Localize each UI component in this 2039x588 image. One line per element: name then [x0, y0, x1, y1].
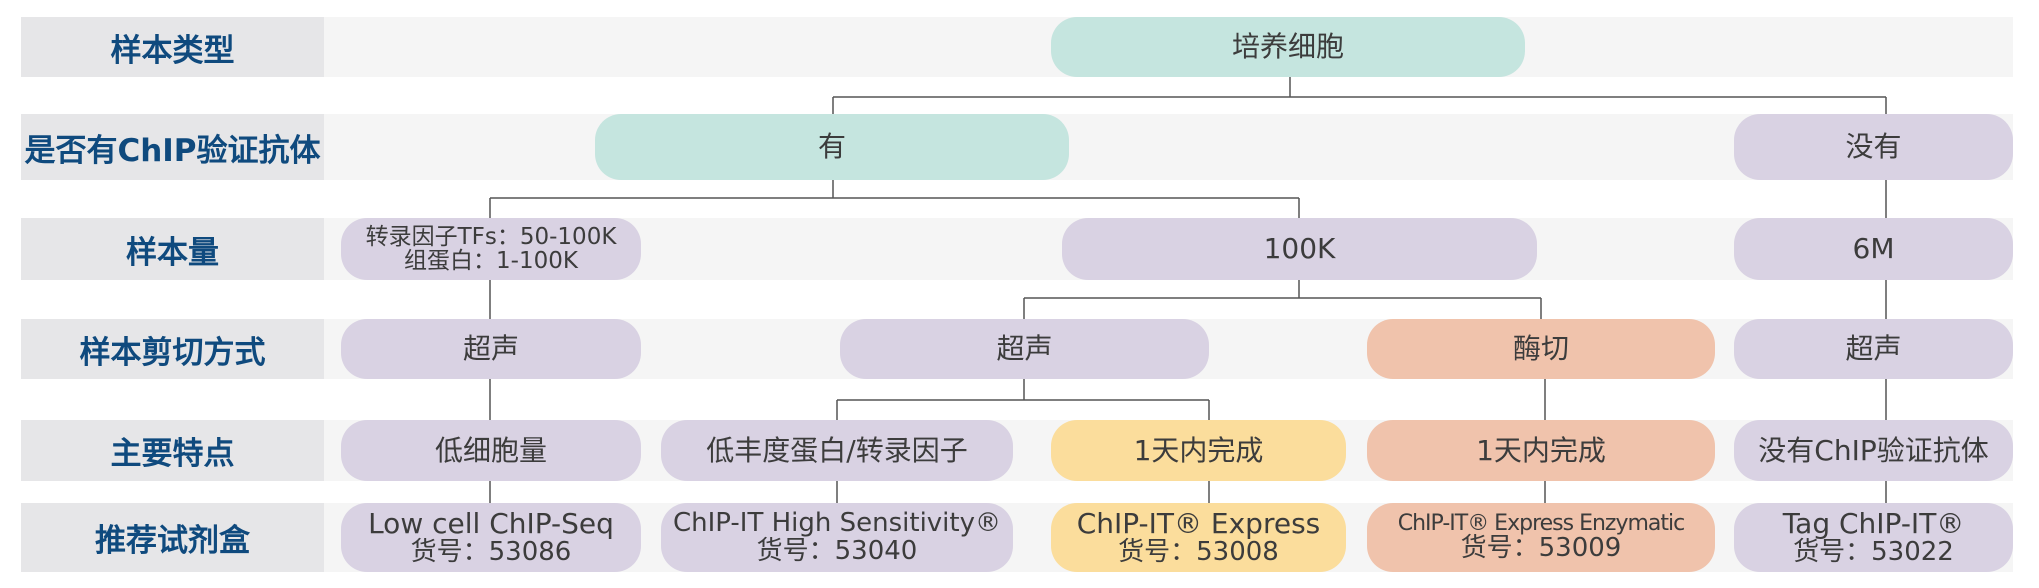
row-label-amount: 样本量 [21, 218, 324, 280]
node-amount-low: 转录因子TFs：50-100K 组蛋白：1-100K [341, 218, 641, 280]
node-antibody-yes: 有 [595, 114, 1069, 180]
node-feature-no-antibody: 没有ChIP验证抗体 [1734, 420, 2013, 481]
node-shear-sonication-1: 超声 [341, 319, 641, 379]
node-label: 低丰度蛋白/转录因子 [706, 433, 968, 467]
node-label: 超声 [1845, 332, 1902, 366]
node-cultured-cells: 培养细胞 [1051, 17, 1525, 77]
node-feature-one-day-1: 1天内完成 [1051, 420, 1346, 481]
node-shear-sonication-3: 超声 [1734, 319, 2013, 379]
kit-catalog: 货号：53009 [1460, 533, 1622, 564]
node-shear-sonication-2: 超声 [840, 319, 1209, 379]
node-line-1: 转录因子TFs：50-100K [365, 223, 617, 250]
connector-sonic-to-features [836, 379, 1210, 420]
node-shear-enzymatic: 酶切 [1367, 319, 1715, 379]
kit-catalog: 货号：53022 [1793, 536, 1954, 567]
node-kit-express-enzymatic: ChIP-IT® Express Enzymatic 货号：53009 [1367, 503, 1715, 572]
kit-name: ChIP-IT® Express [1076, 507, 1321, 541]
node-label: 1天内完成 [1133, 433, 1264, 467]
node-label: 培养细胞 [1231, 30, 1344, 64]
row-label-features: 主要特点 [21, 420, 324, 481]
kit-name: Tag ChIP-IT® [1782, 507, 1965, 541]
node-label: 没有ChIP验证抗体 [1758, 433, 1989, 467]
node-label: 100K [1263, 232, 1336, 266]
node-amount-6m: 6M [1734, 218, 2013, 280]
kit-name: ChIP-IT® Express Enzymatic [1397, 511, 1685, 537]
node-feature-low-abundance: 低丰度蛋白/转录因子 [661, 420, 1013, 481]
kit-catalog: 货号：53086 [410, 536, 572, 567]
node-kit-tag-chip-it: Tag ChIP-IT® 货号：53022 [1734, 503, 2013, 572]
kit-name: Low cell ChIP-Seq [368, 507, 614, 541]
node-label: 有 [817, 130, 846, 164]
node-label: 6M [1852, 232, 1895, 266]
node-label: 超声 [996, 332, 1053, 366]
node-feature-one-day-2: 1天内完成 [1367, 420, 1715, 481]
node-line-2: 组蛋白：1-100K [404, 248, 578, 274]
node-label: 酶切 [1512, 332, 1569, 366]
row-label-kits: 推荐试剂盒 [21, 503, 324, 572]
node-kit-low-cell-chip-seq: Low cell ChIP-Seq 货号：53086 [341, 503, 641, 572]
kit-name: ChIP-IT High Sensitivity® [673, 508, 1001, 539]
connector-100k-to-shear [1023, 280, 1542, 319]
connector-sample-to-antibody [832, 77, 1887, 114]
node-antibody-no: 没有 [1734, 114, 2013, 180]
row-label-shearing: 样本剪切方式 [21, 319, 324, 379]
node-label: 超声 [462, 332, 519, 366]
connector-features-to-kits [836, 481, 1210, 503]
kit-catalog: 货号：53040 [756, 535, 918, 566]
node-feature-low-cell: 低细胞量 [341, 420, 641, 481]
connector-yes-to-amount [489, 180, 1300, 218]
node-kit-high-sensitivity: ChIP-IT High Sensitivity® 货号：53040 [661, 503, 1013, 572]
row-label-sample-type: 样本类型 [21, 17, 324, 77]
node-label: 1天内完成 [1476, 433, 1606, 467]
node-label: 没有 [1845, 130, 1902, 164]
node-amount-100k: 100K [1062, 218, 1537, 280]
row-label-antibody: 是否有ChIP验证抗体 [21, 114, 324, 180]
kit-catalog: 货号：53008 [1118, 536, 1279, 567]
node-kit-express: ChIP-IT® Express 货号：53008 [1051, 503, 1346, 572]
node-label: 低细胞量 [434, 433, 547, 467]
